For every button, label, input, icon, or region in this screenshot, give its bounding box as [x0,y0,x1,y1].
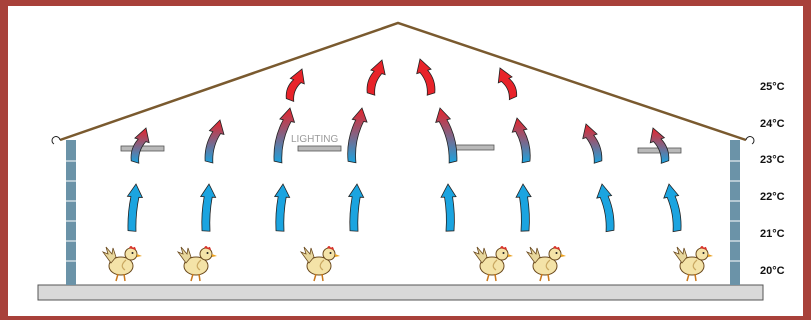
temperature-scale: 25°C 24°C 23°C 22°C 21°C 20°C [760,81,785,277]
chicken-icon [178,246,217,281]
chicken-icon [103,246,142,281]
left-wall [66,140,76,285]
warm-air-arrow [367,60,385,95]
temp-label-23: 23°C [760,154,785,166]
temp-label-21: 21°C [760,228,785,240]
light-fixture [298,146,341,151]
temp-label-20: 20°C [760,265,785,277]
poultry-house-diagram: LIGHTING 25°C 24°C 23°C 22°C 21°C 20°C [8,6,803,316]
cool-air-arrow [127,184,142,231]
chicken-icon [301,246,340,281]
cool-air-arrow [349,184,364,231]
lighting-label: LIGHTING [291,134,338,145]
cool-air-arrow [201,184,216,231]
floor-slab [38,285,763,300]
cool-air-arrow [275,184,290,231]
mixed-air-arrow [205,120,224,163]
light-fixture [451,145,494,150]
roof [52,23,754,144]
mixed-air-arrow [512,118,530,163]
chicken-icon [474,246,513,281]
warm-air-arrow [498,68,516,100]
temp-label-24: 24°C [760,118,785,130]
cool-air-arrow [664,184,681,232]
right-wall [730,140,740,285]
mixed-air-arrow [583,124,602,163]
cool-air-arrow [516,184,531,231]
warm-air-arrow [286,69,304,101]
chicken-icon [527,246,566,281]
chicken-icon [674,246,713,281]
cool-air-arrow [441,184,456,231]
temp-label-25: 25°C [760,81,785,93]
diagram-canvas: LIGHTING 25°C 24°C 23°C 22°C 21°C 20°C [8,6,803,316]
mixed-air-arrow [436,108,457,163]
mixed-air-arrow [650,128,669,163]
warm-air-arrow [417,59,435,95]
mixed-air-arrow [348,108,367,163]
airflow-arrows [127,59,681,232]
temp-label-22: 22°C [760,191,785,203]
chickens [103,246,713,281]
cool-air-arrow [597,184,614,232]
